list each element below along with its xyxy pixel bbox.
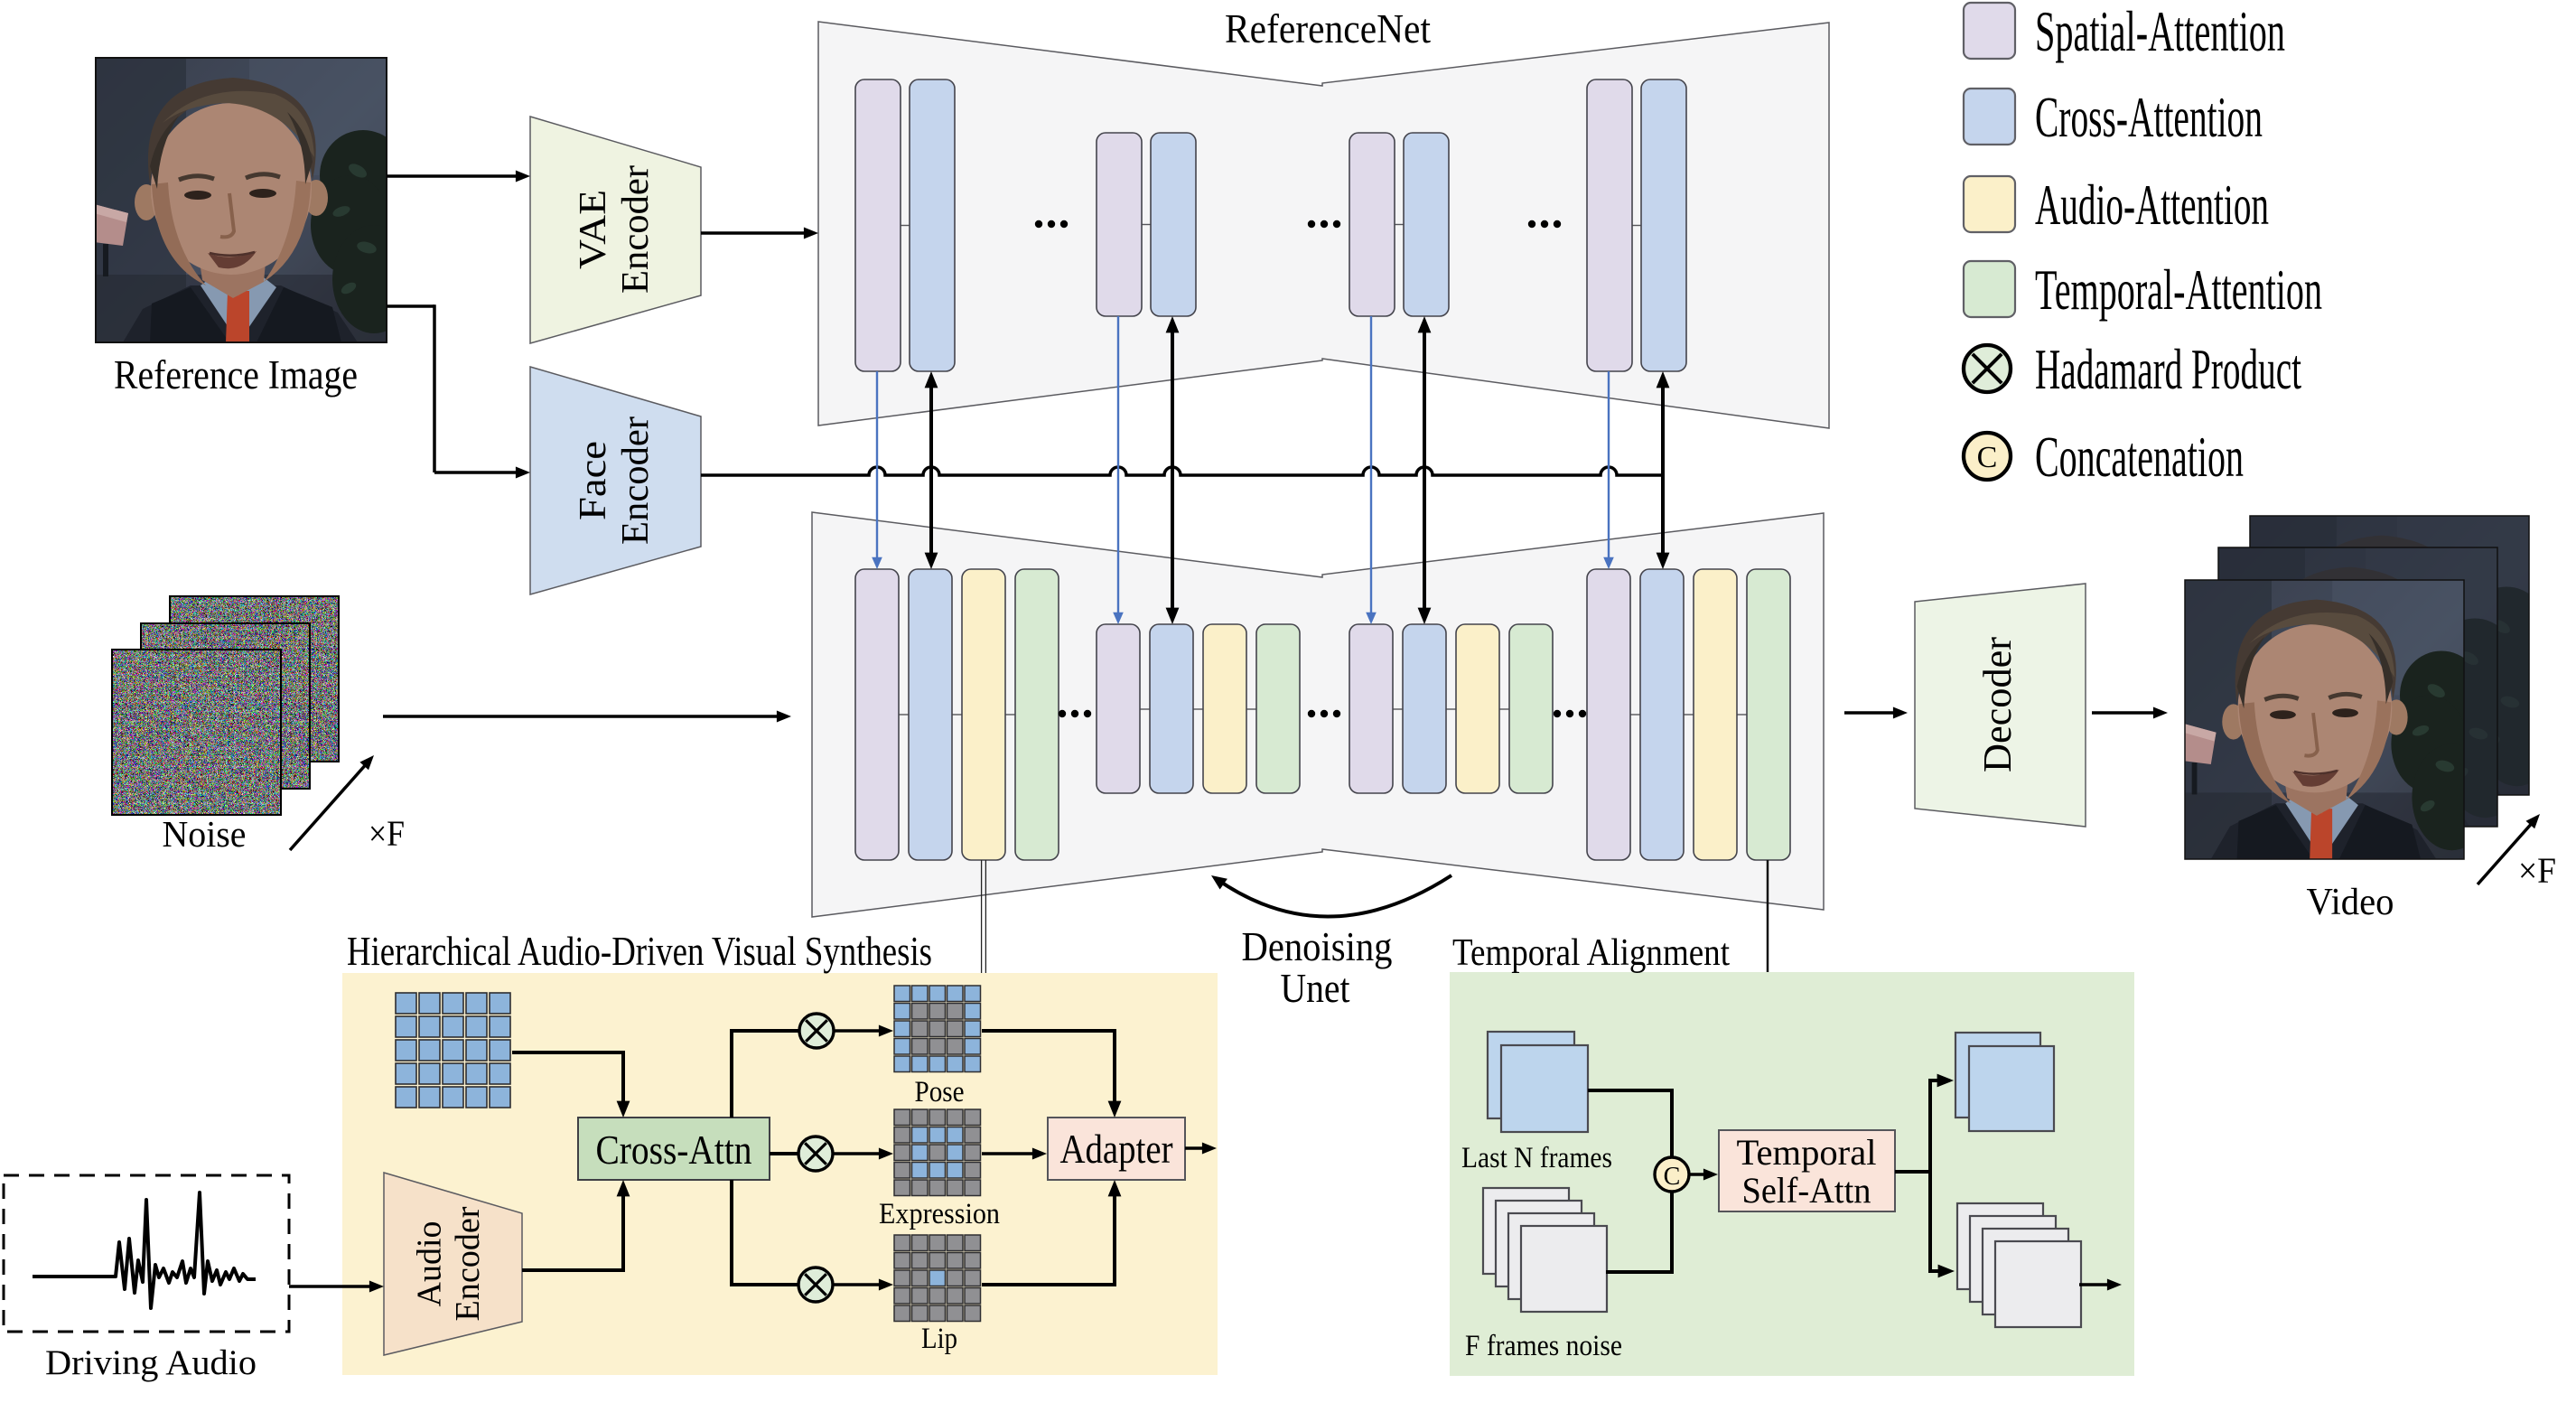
svg-text:Lip: Lip — [921, 1323, 957, 1355]
svg-text:ReferenceNet: ReferenceNet — [1225, 6, 1431, 51]
svg-text:Driving Audio: Driving Audio — [45, 1343, 257, 1382]
svg-text:Encoder: Encoder — [615, 165, 657, 294]
svg-text:Pose: Pose — [915, 1076, 965, 1108]
svg-text:Temporal-Attention: Temporal-Attention — [2035, 257, 2322, 322]
svg-text:Decoder: Decoder — [1975, 637, 2020, 772]
svg-text:Encoder: Encoder — [615, 416, 657, 545]
svg-text:Adapter: Adapter — [1060, 1127, 1173, 1172]
svg-text:Self-Attn: Self-Attn — [1742, 1170, 1871, 1211]
svg-text:Audio: Audio — [411, 1221, 449, 1307]
svg-text:Denoising: Denoising — [1242, 924, 1393, 969]
svg-text:Concatenation: Concatenation — [2035, 425, 2244, 489]
svg-text:Temporal: Temporal — [1737, 1132, 1877, 1173]
svg-text:Spatial-Attention: Spatial-Attention — [2035, 0, 2285, 63]
svg-text:Expression: Expression — [879, 1198, 1000, 1230]
svg-text:×F: ×F — [369, 813, 405, 854]
svg-text:Last N frames: Last N frames — [1461, 1142, 1612, 1174]
svg-text:C: C — [1977, 441, 1998, 474]
svg-text:C: C — [1664, 1163, 1681, 1191]
svg-text:Encoder: Encoder — [449, 1206, 487, 1321]
svg-text:×F: ×F — [2518, 850, 2556, 891]
svg-text:Video: Video — [2307, 882, 2394, 923]
svg-text:Noise: Noise — [163, 813, 247, 855]
svg-text:Reference Image: Reference Image — [114, 352, 358, 398]
svg-text:Cross-Attention: Cross-Attention — [2035, 85, 2263, 149]
svg-text:VAE: VAE — [573, 190, 614, 269]
svg-text:F frames noise: F frames noise — [1465, 1330, 1622, 1362]
svg-text:Face: Face — [573, 441, 614, 520]
svg-text:Unet: Unet — [1281, 966, 1350, 1011]
svg-text:Cross-Attn: Cross-Attn — [596, 1127, 752, 1173]
svg-text:Audio-Attention: Audio-Attention — [2035, 173, 2269, 237]
svg-text:Hadamard Product: Hadamard Product — [2035, 337, 2301, 401]
svg-text:Hierarchical Audio-Driven Visu: Hierarchical Audio-Driven Visual Synthes… — [347, 928, 932, 974]
svg-text:Temporal Alignment: Temporal Alignment — [1452, 932, 1730, 974]
